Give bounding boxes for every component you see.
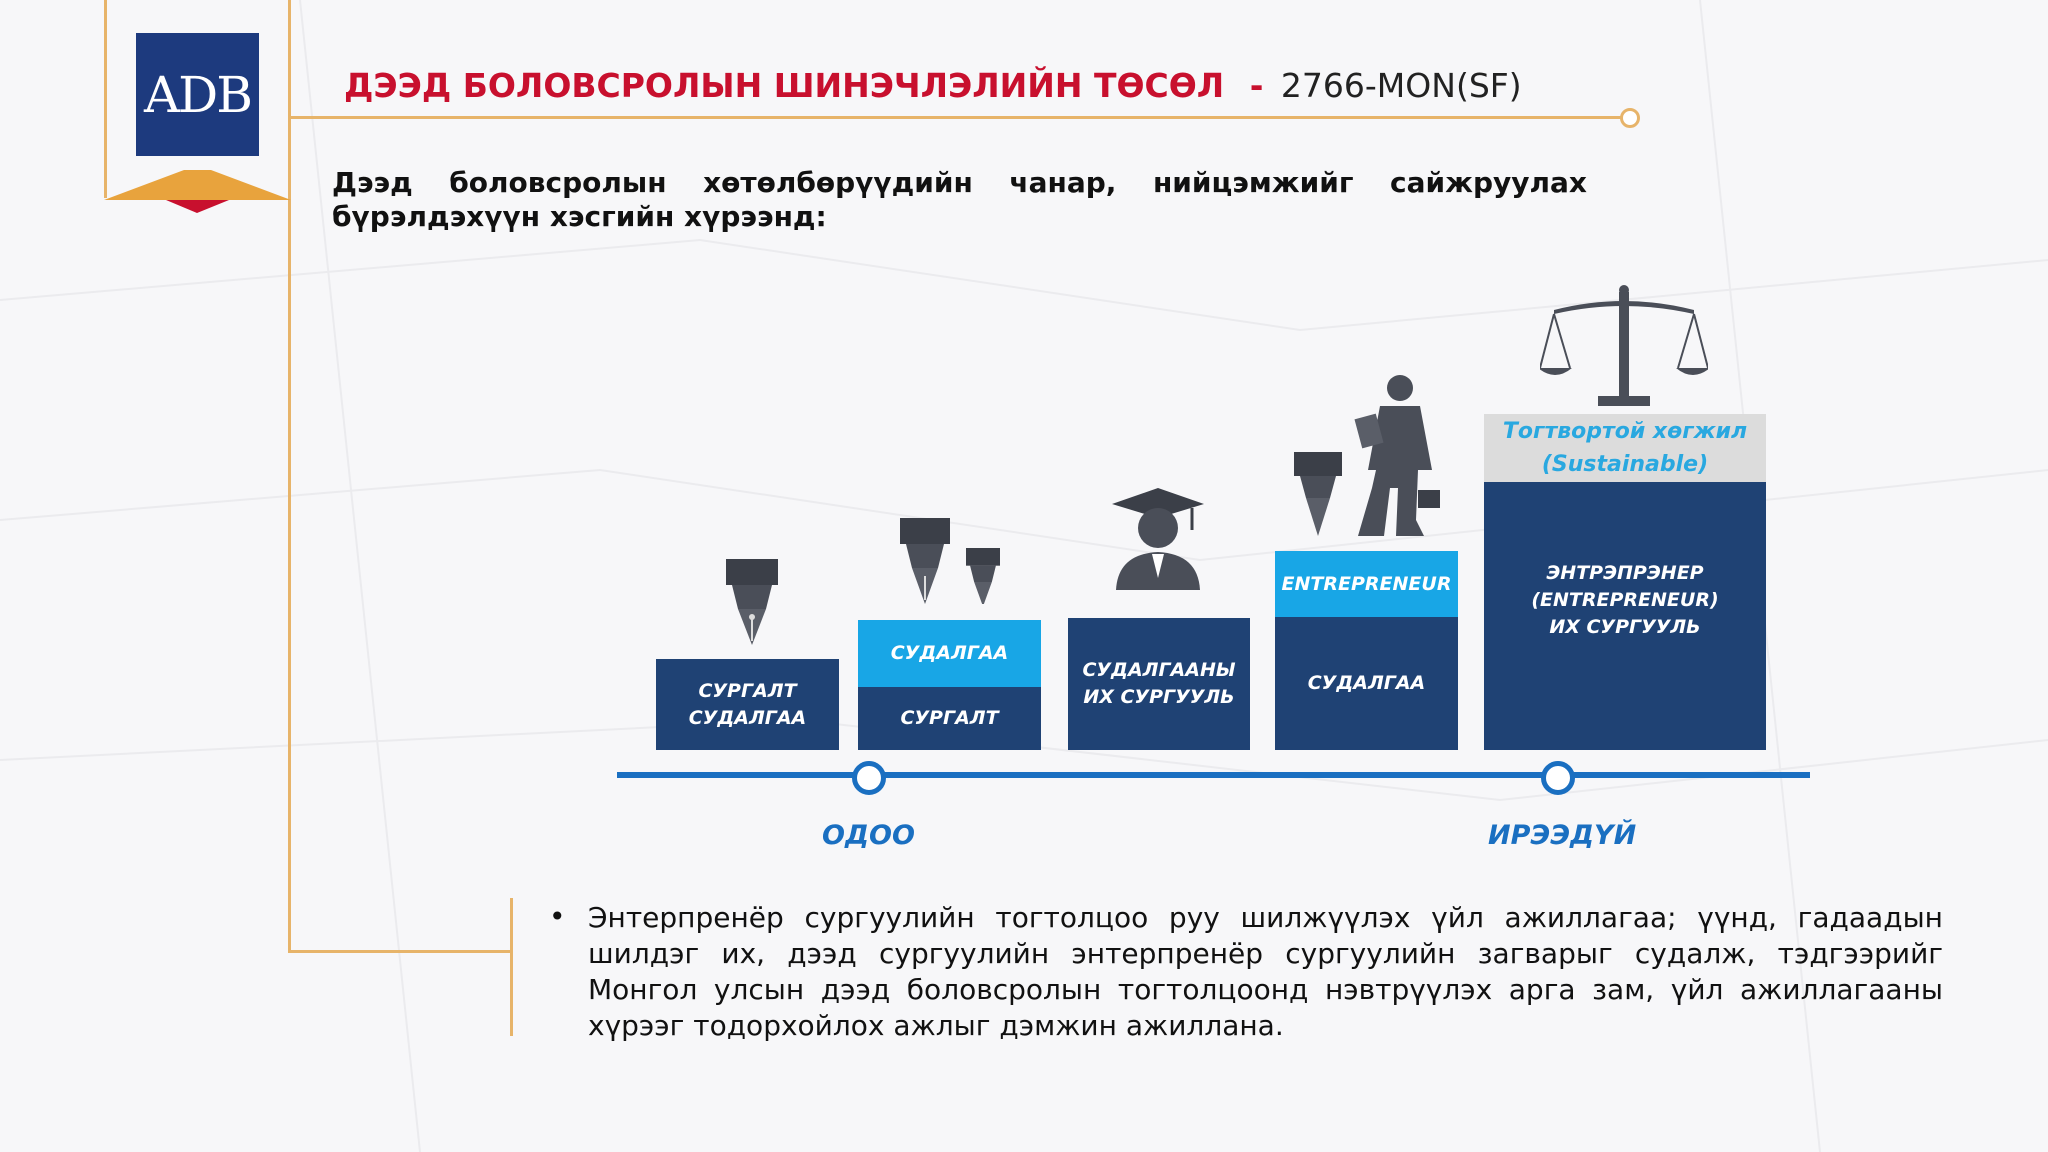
step4-bottom-block: СУДАЛГАА [1275,617,1458,750]
project-code: 2766-MON(SF) [1280,66,1522,105]
timeline-future-label: ИРЭЭДҮЙ [1488,820,1637,851]
pen-and-businessman-icon [1294,375,1440,536]
scales-of-justice-icon [1540,285,1708,406]
frame-line-vertical [288,0,291,953]
section-subtitle: Дээд боловсролын хөтөлбөрүүдийн чанар, н… [332,166,1587,234]
logo-ribbon-icon [104,170,291,213]
step2-bottom-block: СУРГАЛТ [858,687,1041,750]
subtitle-line-1: Дээд боловсролын хөтөлбөрүүдийн чанар, н… [332,166,1587,199]
timeline-bar [617,772,1810,778]
header-underline [288,116,1622,119]
subtitle-line-2: бүрэлдэхүүн хэсгийн хүрээнд: [332,200,827,233]
frame-line-bullet [510,898,513,1036]
bullet-paragraph: Энтерпренёр сургуулийн тогтолцоо руу шил… [588,901,1943,1042]
frame-line-left [104,0,107,198]
title-separator: - [1249,66,1264,105]
step4-top-block: ENTREPRENEUR [1275,551,1458,617]
graduate-icon [1112,488,1204,590]
header-underline-end-dot [1620,108,1640,128]
title-text: ДЭЭД БОЛОВСРОЛЫН ШИНЭЧЛЭЛИЙН ТӨСӨЛ [344,66,1225,105]
step3-block: СУДАЛГААНЫ ИХ СУРГУУЛЬ [1068,618,1250,750]
step2-top-block: СУДАЛГАА [858,620,1041,687]
bullet-marker: • [549,900,566,933]
timeline-now-marker [852,761,886,795]
pen-nib-icon [726,559,778,645]
page-title: ДЭЭД БОЛОВСРОЛЫН ШИНЭЧЛЭЛИЙН ТӨСӨЛ - 276… [344,66,1522,105]
frame-line-bottom [288,950,513,953]
two-pen-nibs-icon [900,518,1000,604]
adb-logo: ADB [136,33,259,156]
timeline-future-marker [1541,761,1575,795]
timeline-now-label: ОДОО [822,820,915,851]
step1-block: СУРГАЛТ СУДАЛГАА [656,659,839,750]
step5-bottom-block: ЭНТРЭПРЭНЕР (ENTREPRENEUR) ИХ СУРГУУЛЬ [1484,482,1766,750]
step5-top-block: Тогтвортой хөгжил (Sustainable) [1484,414,1766,482]
